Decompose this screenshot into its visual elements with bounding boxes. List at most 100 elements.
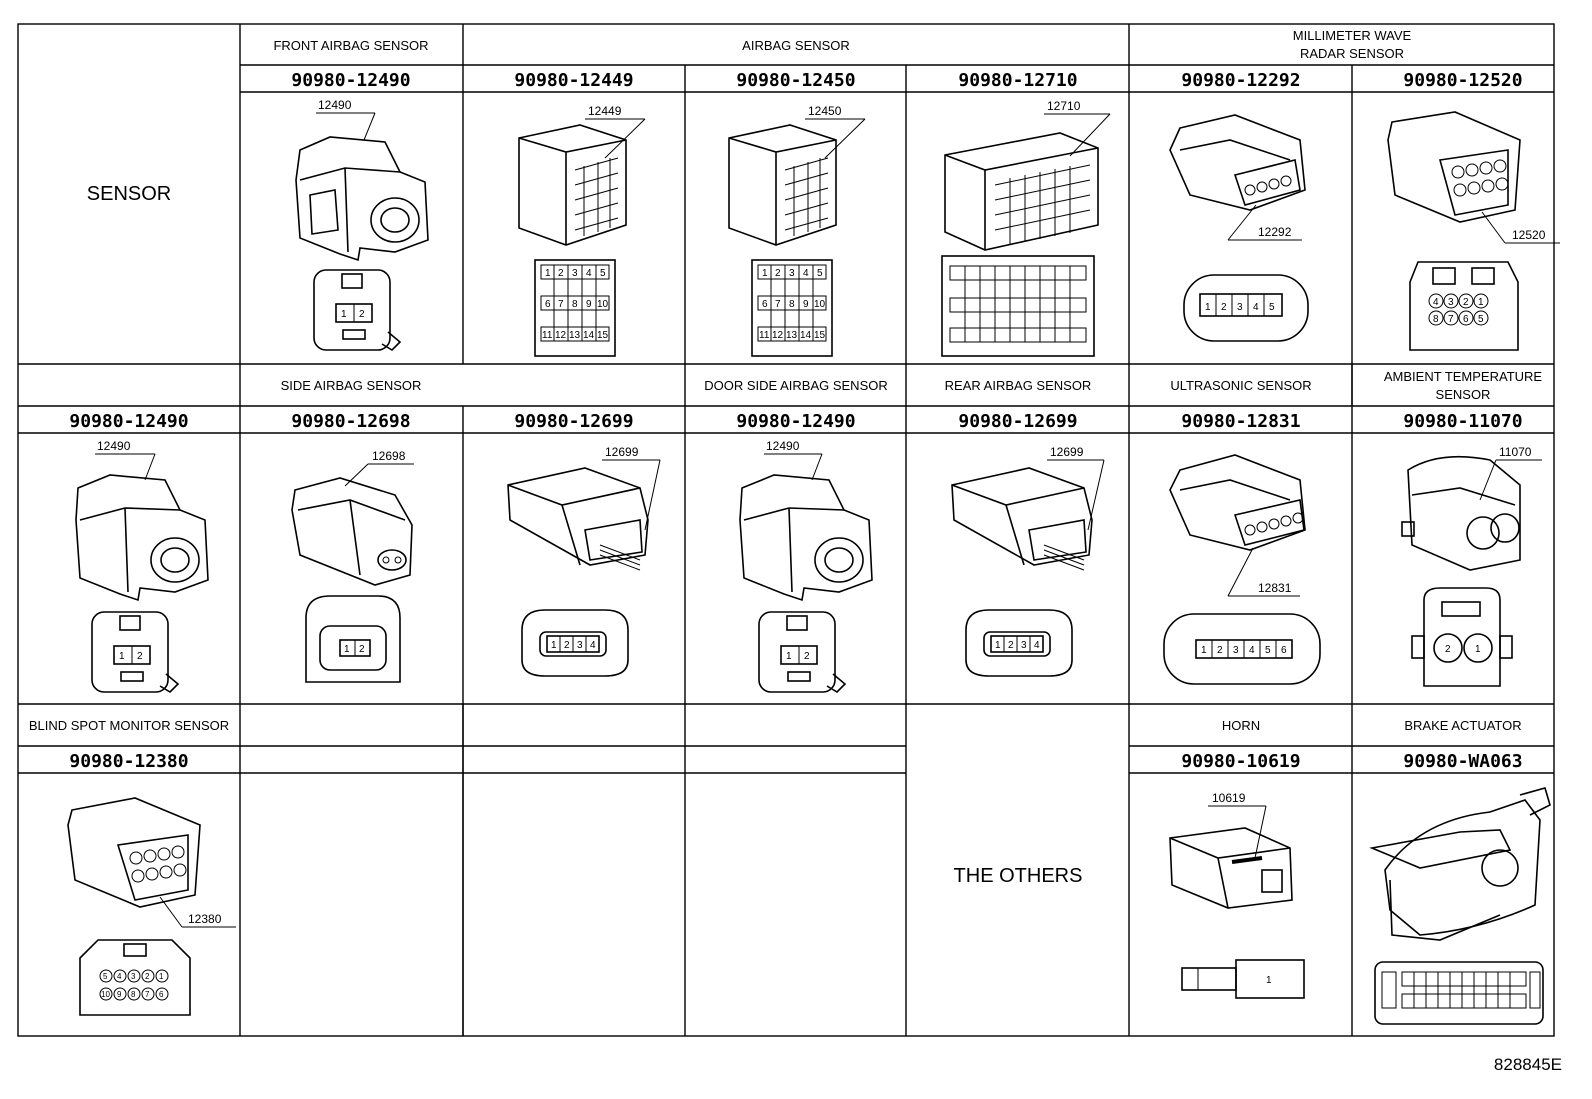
pin-label: 10 (597, 299, 609, 310)
pin-label: 1 (1478, 297, 1484, 308)
part-number: 90980-12699 (514, 411, 633, 432)
pin-label: 8 (789, 299, 795, 310)
pin-label: 2 (1463, 297, 1469, 308)
pin-label: 9 (586, 299, 592, 310)
connector-drawing-12710: 12710 (941, 99, 1111, 357)
pin-label: 4 (1249, 645, 1255, 656)
part-number: 90980-WA063 (1403, 751, 1522, 772)
pin-label: 1 (159, 972, 164, 981)
pin-label: 1 (762, 268, 768, 279)
connector-drawing-12698: 12698 1 2 (291, 449, 414, 683)
callout-label: 12699 (605, 445, 639, 459)
header-blind-spot-monitor-sensor: BLIND SPOT MONITOR SENSOR (29, 718, 229, 733)
pin-label: 1 (1205, 302, 1211, 313)
header-ultrasonic-sensor: ULTRASONIC SENSOR (1170, 378, 1311, 393)
pin-label: 5 (817, 268, 823, 279)
pin-label: 9 (117, 990, 122, 999)
header-front-airbag-sensor: FRONT AIRBAG SENSOR (273, 38, 428, 53)
pin-label: 3 (577, 640, 583, 651)
part-number: 90980-12699 (958, 411, 1077, 432)
pin-label: 8 (572, 299, 578, 310)
pin-label: 3 (1237, 302, 1243, 313)
pin-label: 1 (119, 651, 125, 662)
pin-label: 7 (1448, 314, 1454, 325)
connector-drawing-11070: 11070 2 1 (1401, 445, 1542, 687)
callout-label: 12449 (588, 104, 622, 118)
pin-label: 4 (1034, 640, 1040, 651)
pin-label: 4 (1253, 302, 1259, 313)
pin-label: 3 (789, 268, 795, 279)
connector-drawing-12292: 12292 1 2 3 4 5 (1169, 114, 1309, 342)
pin-label: 2 (564, 640, 570, 651)
pin-label: 8 (1433, 314, 1439, 325)
pin-label: 5 (103, 972, 108, 981)
part-number: 90980-12292 (1181, 70, 1300, 91)
part-number: 90980-12490 (291, 70, 410, 91)
part-number: 90980-12490 (736, 411, 855, 432)
table-grid (17, 23, 1555, 1037)
pin-label: 2 (1221, 302, 1227, 313)
pin-label: 10 (101, 990, 110, 999)
callout-label: 12710 (1047, 99, 1081, 113)
part-number: 90980-12490 (69, 411, 188, 432)
callout-label: 12698 (372, 449, 406, 463)
header-horn: HORN (1222, 718, 1260, 733)
pin-label: 12 (772, 330, 784, 341)
pin-label: 3 (1021, 640, 1027, 651)
pin-label: 3 (131, 972, 136, 981)
header-airbag-sensor: AIRBAG SENSOR (742, 38, 850, 53)
pin-label: 2 (359, 644, 365, 655)
connector-drawing-12490: 12490 1 2 (739, 439, 873, 694)
pin-label: 4 (590, 640, 596, 651)
callout-label: 12292 (1258, 225, 1292, 239)
callout-label: 12490 (318, 98, 352, 112)
pin-label: 13 (786, 330, 798, 341)
connector-drawing-12380: 12380 5 4 3 2 1 10 9 8 7 6 (67, 797, 236, 1016)
pin-label: 7 (775, 299, 781, 310)
callout-label: 12490 (766, 439, 800, 453)
pin-label: 6 (762, 299, 768, 310)
pin-label: 3 (1448, 297, 1454, 308)
part-number: 90980-12710 (958, 70, 1077, 91)
pin-label: 2 (359, 309, 365, 320)
header-brake-actuator: BRAKE ACTUATOR (1404, 718, 1521, 733)
part-number: 90980-11070 (1403, 411, 1522, 432)
pin-label: 1 (1266, 975, 1272, 986)
connector-drawing-12831: 12831 1 2 3 4 5 6 (1163, 454, 1321, 685)
figure-code: 828845E (1493, 1055, 1562, 1074)
header-ambient-sensor: SENSOR (1436, 387, 1491, 402)
pin-label: 2 (804, 651, 810, 662)
callout-label: 12520 (1512, 228, 1546, 242)
pin-label: 2 (558, 268, 564, 279)
pin-label: 10 (814, 299, 826, 310)
pin-label: 1 (344, 644, 350, 655)
pin-label: 6 (1281, 645, 1287, 656)
pin-label: 5 (1269, 302, 1275, 313)
pin-label: 15 (814, 330, 826, 341)
pin-label: 2 (1445, 644, 1451, 655)
callout-label: 12699 (1050, 445, 1084, 459)
pin-label: 7 (145, 990, 150, 999)
pin-label: 5 (600, 268, 606, 279)
pin-label: 12 (555, 330, 567, 341)
header-side-airbag-sensor: SIDE AIRBAG SENSOR (281, 378, 422, 393)
pin-label: 3 (572, 268, 578, 279)
connector-drawing-12490: 12490 1 2 (295, 98, 429, 352)
part-number: 90980-12698 (291, 411, 410, 432)
pin-label: 4 (1433, 297, 1439, 308)
pin-label: 4 (117, 972, 122, 981)
pin-label: 7 (558, 299, 564, 310)
header-rear-airbag-sensor: REAR AIRBAG SENSOR (945, 378, 1092, 393)
connector-drawing-12490: 12490 1 2 (75, 439, 209, 694)
connector-drawing-12699: 12699 1 2 3 4 (507, 445, 661, 677)
callout-label: 10619 (1212, 791, 1246, 805)
pin-label: 14 (583, 330, 595, 341)
pin-label: 2 (775, 268, 781, 279)
header-millimeter-wave: MILLIMETER WAVE (1293, 28, 1412, 43)
pin-label: 2 (145, 972, 150, 981)
part-number: 90980-12520 (1403, 70, 1522, 91)
pin-label: 8 (131, 990, 136, 999)
connector-drawing-12699: 12699 1 2 3 4 (951, 445, 1105, 677)
pin-label: 2 (1008, 640, 1014, 651)
connector-drawing-12450: 12450 1 2 3 4 5 6 7 8 9 10 11 12 13 (728, 104, 866, 357)
